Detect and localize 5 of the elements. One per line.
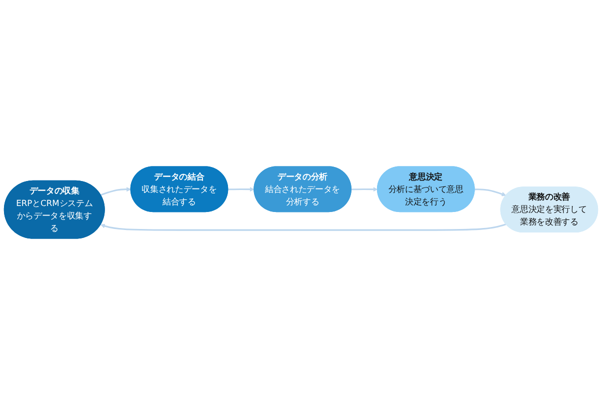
arrow [474,188,506,196]
arrow [228,187,254,192]
arrow [100,224,506,231]
arrow [100,187,132,196]
arrow [351,187,378,192]
